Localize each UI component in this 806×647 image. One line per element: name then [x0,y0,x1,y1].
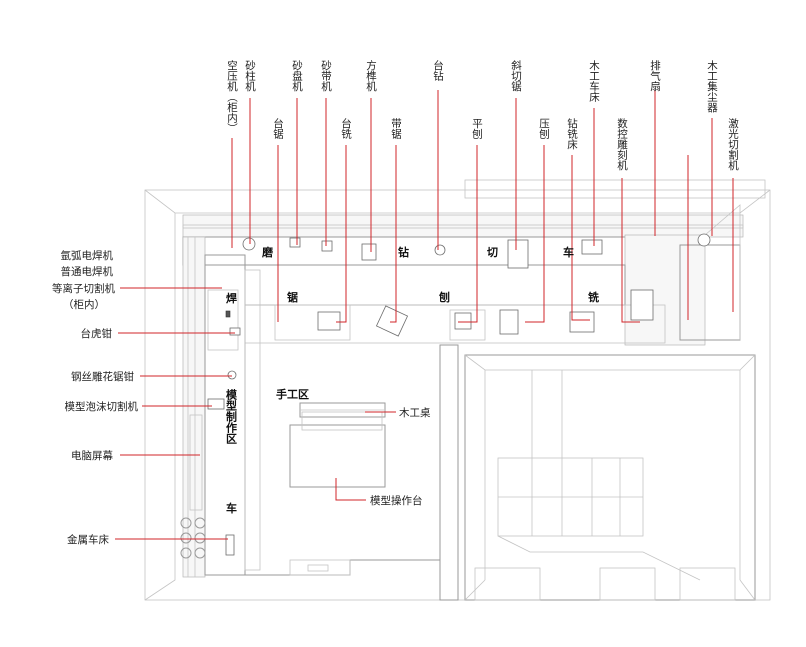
label-cnc-engraver: 数控雕刻机 [616,117,628,171]
inner-labels: 木工桌 模型操作台 [370,406,431,507]
label-planer: 压刨 [538,118,550,139]
label-laser-cutter: 激光切割机 [727,117,739,171]
label-in-cabinet: （柜内） [63,298,105,311]
label-table-router: 台铣 [340,117,352,140]
label-dust-collector: 木工集尘器 [706,60,718,113]
label-model-table: 模型操作台 [370,494,423,507]
label-regular-welder: 普通电焊机 [61,265,114,278]
zone-sawing: 锯 [287,290,298,304]
floor-plan-walls [144,179,771,601]
zone-welding: 焊 [226,291,237,305]
left-labels: 氩弧电焊机 普通电焊机 等离子切割机 （柜内） 台虎钳 钢丝雕花锯钳 模型泡沫切… [52,249,138,546]
label-mortiser: 方榫机 [365,59,377,92]
label-foam-cutter: 模型泡沫切割机 [65,400,139,413]
zone-turning-left: 车 [226,501,237,515]
label-drill-press: 台钻 [432,59,444,82]
top-labels: 空压机（柜内） 砂柱机 台锯 砂盘机 砂带机 台铣 方榫机 带锯 台钻 平刨 斜… [226,59,739,171]
label-spindle-sander: 砂柱机 [244,59,256,92]
label-computer-screen: 电脑屏幕 [71,449,113,462]
label-miter-saw: 斜切锯 [510,59,522,92]
label-metal-lathe: 金属车床 [67,533,109,546]
label-table-saw: 台锯 [272,117,284,140]
zone-grinding: 磨 [261,245,274,259]
label-jointer: 平刨 [471,118,483,139]
label-scroll-saw-clamp: 钢丝雕花锯钳 [71,370,134,383]
label-band-saw: 带锯 [390,118,402,140]
zone-planing: 刨 [438,290,450,304]
label-drill-mill: 钻铣床 [566,117,578,150]
zone-drilling: 钻 [398,245,409,259]
label-workbench: 木工桌 [399,406,431,419]
zone-labels: 磨 钻 切 车 锯 刨 铣 焊 模型制作区 车 手工区 [225,245,600,515]
label-disc-sander: 砂盘机 [291,59,303,92]
zone-turning-top: 车 [563,245,574,259]
zone-model-making: 模型制作区 [225,388,238,445]
label-exhaust-fan: 排气扇 [649,59,661,92]
zone-handwork: 手工区 [276,387,309,401]
zone-milling: 铣 [588,290,599,304]
label-air-compressor: 空压机（柜内） [226,59,238,133]
zone-cutting: 切 [487,246,498,259]
label-plasma-cutter: 等离子切割机 [52,282,115,295]
label-argon-welder: 氩弧电焊机 [61,249,114,262]
callout-lines [115,90,734,540]
label-wood-lathe: 木工车床 [588,60,600,103]
label-belt-sander: 砂带机 [320,59,332,92]
label-bench-vise: 台虎钳 [81,327,113,340]
machine-glyphs [207,233,711,556]
